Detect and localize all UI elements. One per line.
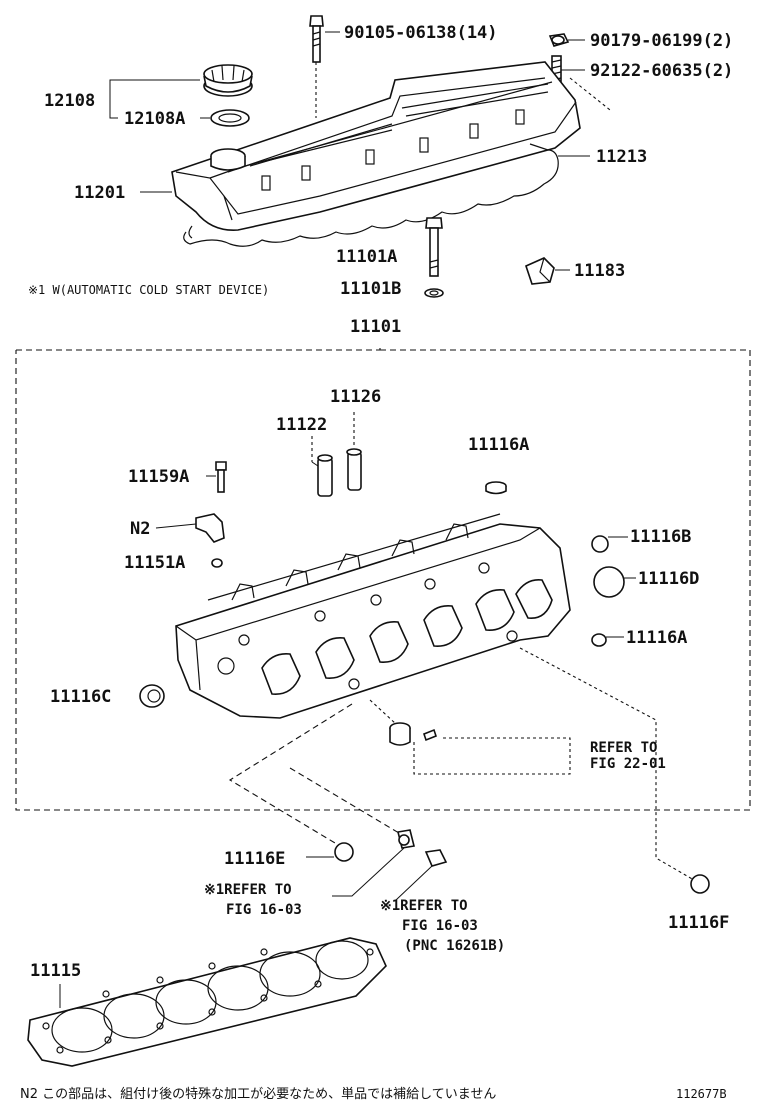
leader-line: [311, 461, 319, 467]
label-11116f: 11116F: [668, 913, 729, 933]
label-11116a-top: 11116A: [468, 435, 529, 455]
label-11101a: 11101A: [336, 247, 397, 267]
union-fitting-drawing: [397, 829, 415, 849]
assembly-boundary: [15, 349, 751, 811]
leader-dashed: [289, 767, 405, 837]
cylinder-head-drawing: [175, 513, 571, 719]
assembly-boundary: [16, 344, 381, 351]
leader-line: [332, 847, 405, 897]
ring-11151a-drawing: [211, 558, 223, 568]
bracket-12108: [109, 79, 118, 119]
refer-fig-16-03-a-line1: ※1REFER TO: [204, 882, 292, 898]
label-11116d: 11116D: [638, 569, 699, 589]
cover-gasket-drawing: [183, 143, 559, 247]
note-cold-start-device: ※1 W(AUTOMATIC COLD START DEVICE): [28, 283, 269, 297]
label-11183: 11183: [574, 261, 625, 281]
refer-fig-16-03-b-line3: (PNC 16261B): [404, 938, 505, 954]
water-outlet-plug-drawing: [389, 722, 437, 746]
refer-fig-22-01-line1: REFER TO: [590, 740, 657, 756]
label-90179-06199: 90179-06199(2): [590, 31, 733, 51]
leader-dashed: [228, 703, 353, 847]
label-11159a: 11159A: [128, 467, 189, 487]
head-bolt-washer-drawing: [424, 288, 444, 298]
label-11116e: 11116E: [224, 849, 285, 869]
bolt-11159a-drawing: [215, 461, 227, 493]
cylinder-head-cover-drawing: [171, 61, 581, 231]
nut-90179-drawing: [548, 33, 570, 47]
label-11126: 11126: [330, 387, 381, 407]
label-11213: 11213: [596, 147, 647, 167]
refer-fig-22-01-line2: FIG 22-01: [590, 756, 666, 772]
label-n2: N2: [130, 519, 150, 539]
plug-11116e-drawing: [334, 842, 354, 862]
label-11116b: 11116B: [630, 527, 691, 547]
label-90105-06138: 90105-06138(14): [344, 23, 498, 43]
head-gasket-drawing: [27, 937, 387, 1067]
label-11151a: 11151A: [124, 553, 185, 573]
plug-11116c-drawing: [139, 684, 165, 708]
refer-fig-16-03-a-line2: FIG 16-03: [226, 902, 302, 918]
refer-fig-16-03-b-line2: FIG 16-03: [402, 918, 478, 934]
bolt-90105-drawing: [309, 15, 324, 63]
figure-id: 112677B: [676, 1087, 727, 1101]
plug-11116b-drawing: [591, 535, 609, 553]
label-12108a: 12108A: [124, 109, 185, 129]
leader-dotted: [569, 77, 611, 111]
pipe-fitting-drawing: [424, 849, 448, 867]
refer-22-box: [413, 737, 571, 775]
label-11115: 11115: [30, 961, 81, 981]
head-bolt-drawing: [425, 217, 443, 277]
leader-dotted: [369, 699, 397, 725]
label-11116c: 11116C: [50, 687, 111, 707]
refer-fig-16-03-b-line1: ※1REFER TO: [380, 898, 468, 914]
leader-dotted: [519, 647, 695, 881]
valve-guide-drawing: [317, 454, 333, 497]
label-12108: 12108: [44, 91, 95, 111]
cap-gasket-drawing: [210, 109, 250, 127]
plug-11116d-drawing: [593, 566, 625, 598]
label-11101b: 11101B: [340, 279, 401, 299]
plug-11116a-right-drawing: [591, 633, 607, 647]
label-92122-60635: 92122-60635(2): [590, 61, 733, 81]
label-11122: 11122: [276, 415, 327, 435]
oil-filler-cap-drawing: [203, 64, 253, 97]
cam-cap-plug-drawing: [525, 257, 555, 285]
valve-guide-drawing: [346, 448, 362, 491]
label-11116a-right: 11116A: [626, 628, 687, 648]
label-11101: 11101: [350, 317, 401, 337]
footer-japanese-note: N2 この部品は、組付け後の特殊な加工が必要なため、単品では補給していません: [20, 1086, 496, 1102]
plug-11116f-drawing: [690, 874, 710, 894]
plug-11116a-drawing: [485, 481, 507, 495]
n2-fitting-drawing: [195, 513, 225, 543]
leader-line: [155, 523, 197, 529]
label-11201: 11201: [74, 183, 125, 203]
leader-line: [395, 865, 433, 901]
